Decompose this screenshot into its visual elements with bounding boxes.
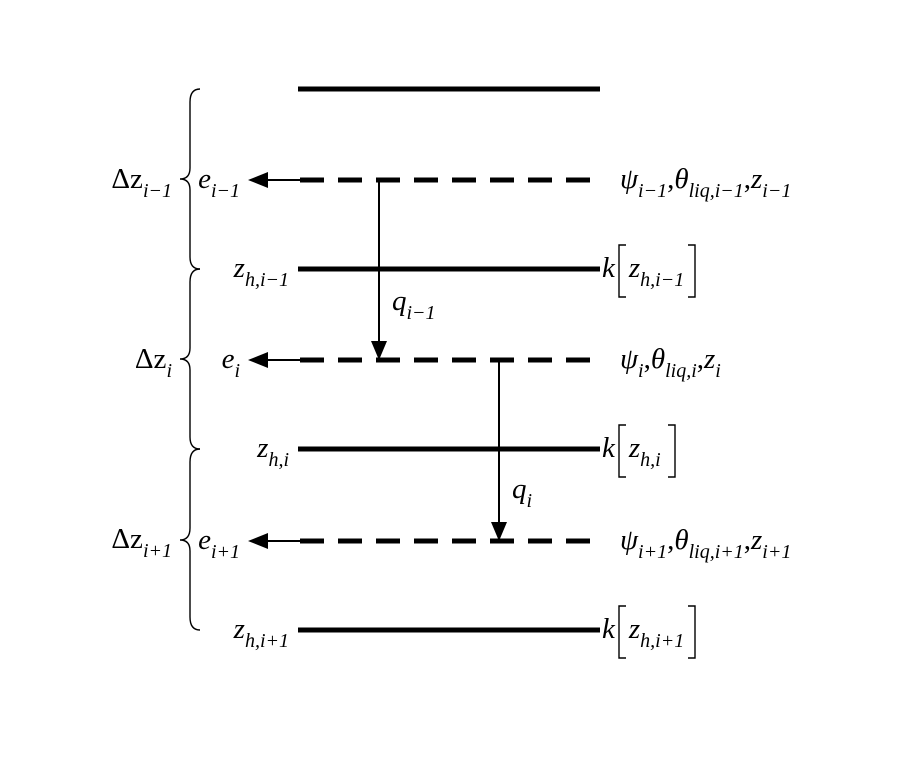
node-label-i-minus-1: ei−1 — [198, 163, 240, 202]
conductivity-bracket-left-i-plus-1 — [618, 605, 626, 659]
flux-label-i: qi — [512, 473, 532, 512]
flux-arrow-head-i — [491, 522, 507, 541]
node-label-i-plus-1: ei+1 — [198, 524, 240, 563]
delta-z-label-i: Δzi — [135, 343, 172, 382]
state-label-i: ψi,θliq,i,zi — [620, 343, 721, 382]
interface-label-i-minus-1: zh,i−1 — [233, 252, 289, 291]
conductivity-bracket-right-i-minus-1 — [688, 244, 696, 298]
state-label-i-minus-1: ψi−1,θliq,i−1,zi−1 — [620, 163, 791, 202]
interface-label-i: zh,i — [256, 432, 289, 471]
conductivity-bracket-right-i-plus-1 — [688, 605, 696, 659]
node-arrow-head-i — [248, 352, 268, 368]
delta-z-label-i-plus-1: Δzi+1 — [111, 523, 172, 562]
node-arrow-head-i-plus-1 — [248, 533, 268, 549]
layer-brace-i — [179, 268, 201, 450]
delta-z-label-i-minus-1: Δzi−1 — [111, 163, 172, 202]
flux-arrow-head-i-minus-1 — [371, 341, 387, 360]
flux-label-i-minus-1: qi−1 — [392, 285, 436, 324]
interface-label-i-plus-1: zh,i+1 — [233, 613, 289, 652]
conductivity-bracket-left-i-minus-1 — [618, 244, 626, 298]
conductivity-bracket-right-i — [668, 424, 676, 478]
node-label-i: ei — [222, 343, 240, 382]
conductivity-bracket-left-i — [618, 424, 626, 478]
node-arrow-head-i-minus-1 — [248, 172, 268, 188]
layer-brace-i-minus-1 — [179, 88, 201, 270]
state-label-i-plus-1: ψi+1,θliq,i+1,zi+1 — [620, 524, 791, 563]
layer-brace-i-plus-1 — [179, 448, 201, 631]
